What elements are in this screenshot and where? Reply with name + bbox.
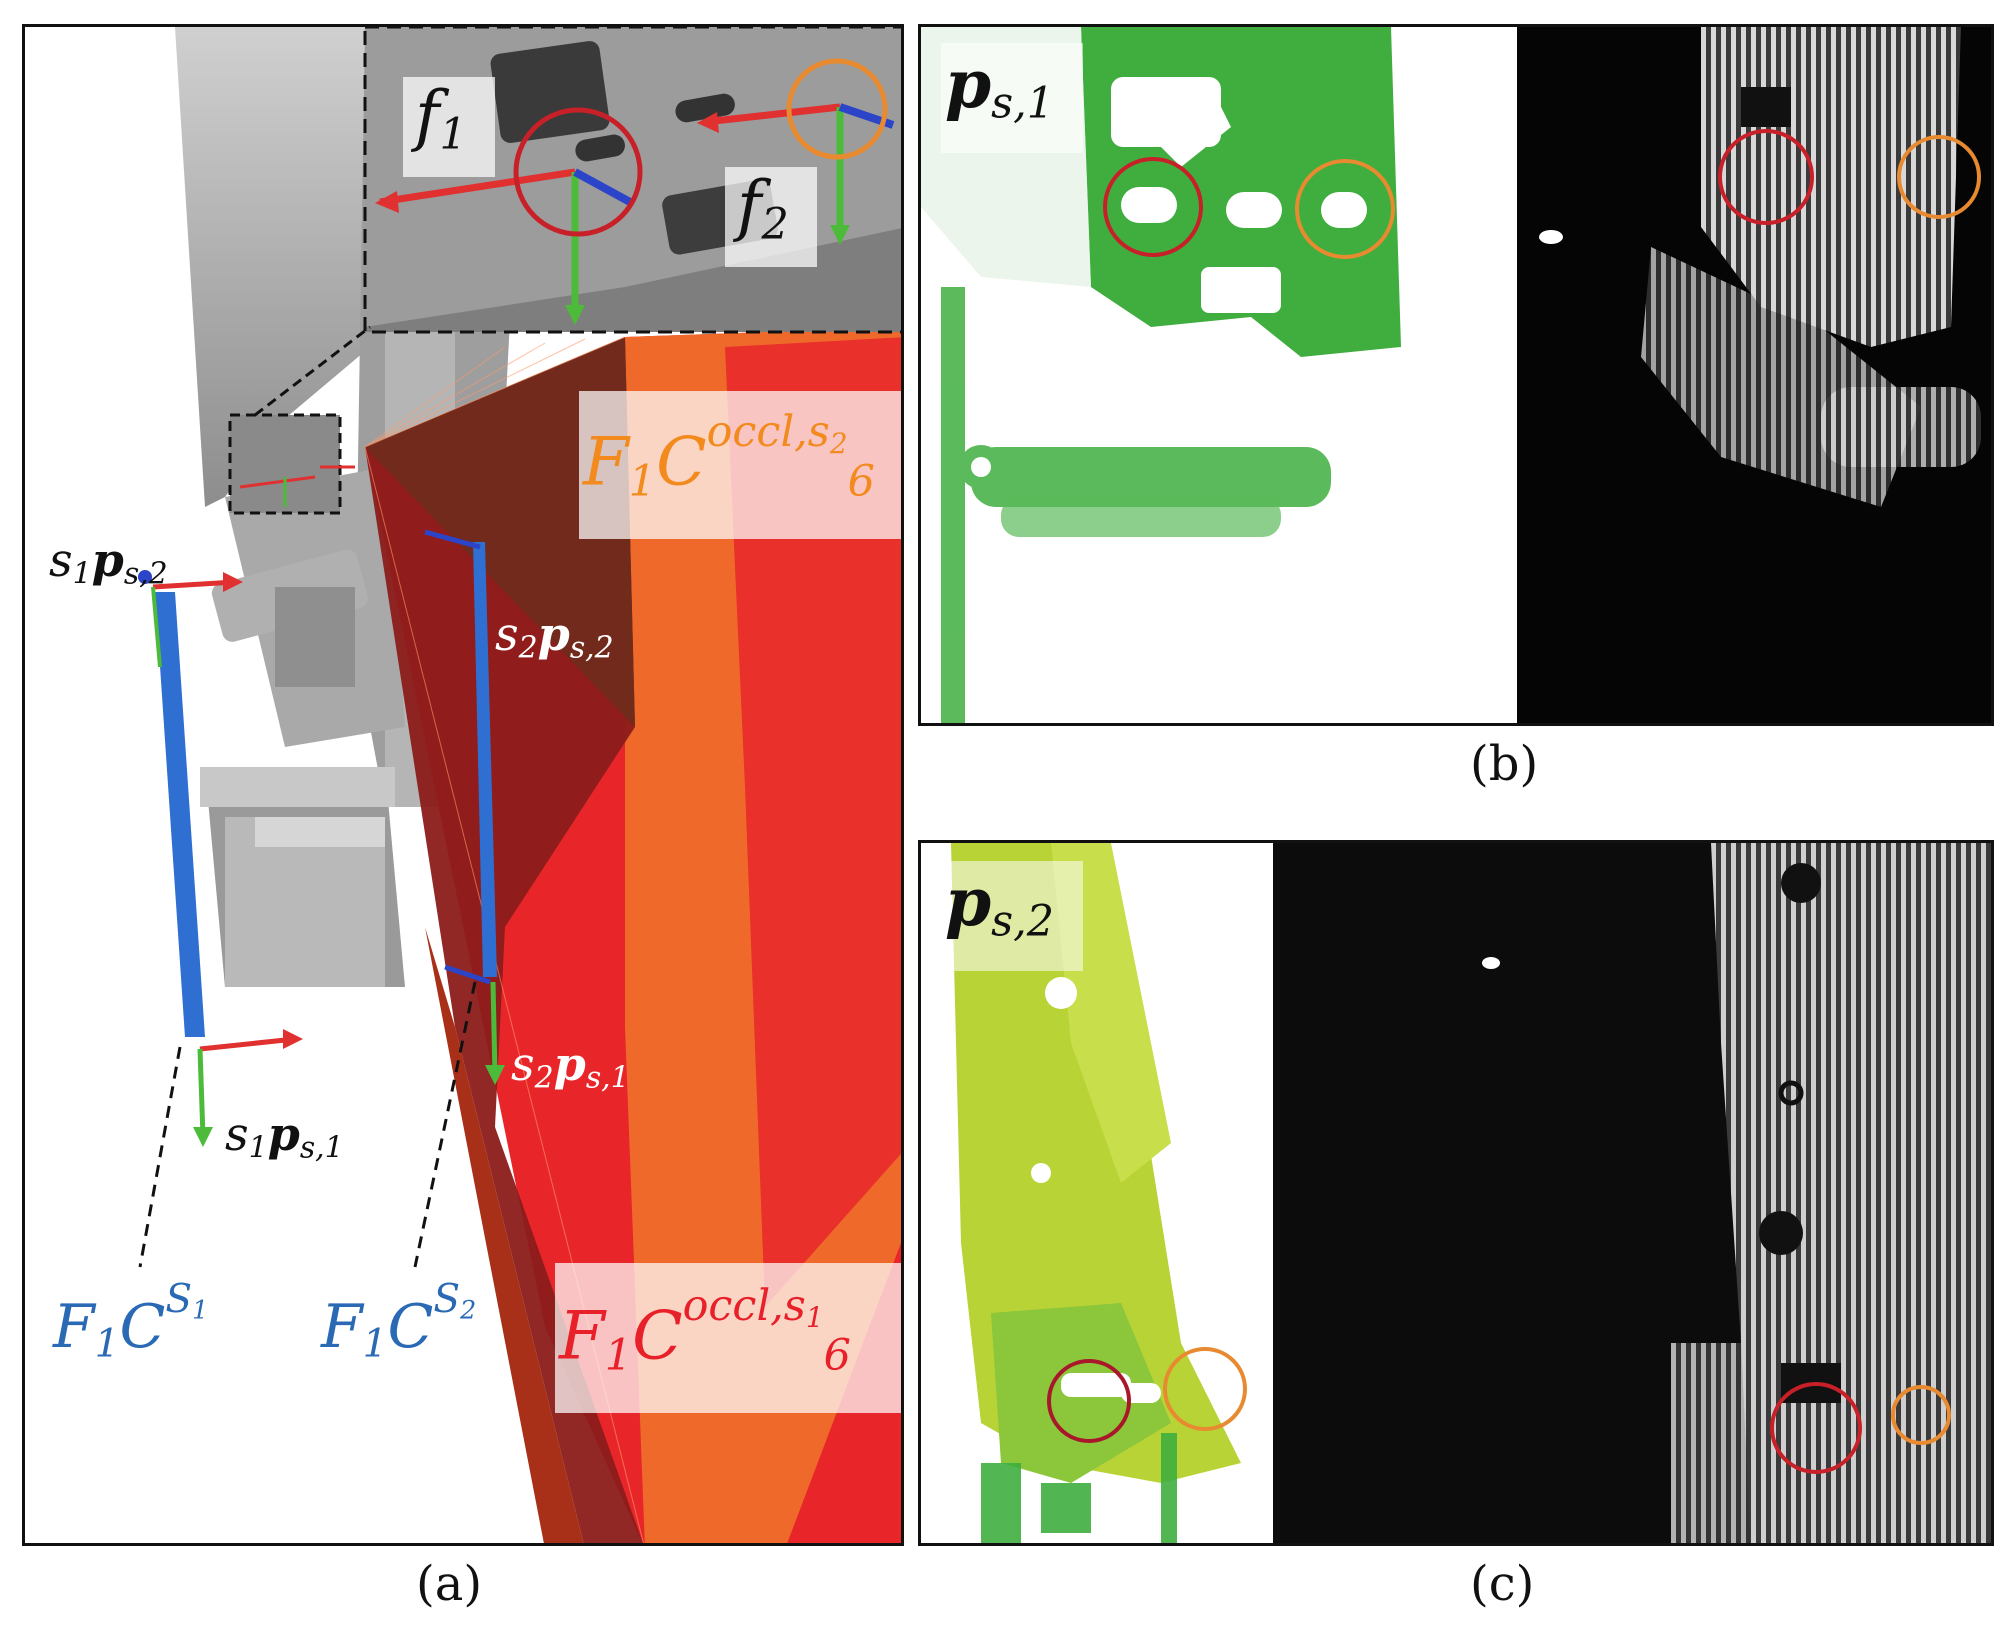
label-c-s2: F1CS2 bbox=[321, 1277, 477, 1367]
caption-b: (b) bbox=[1470, 736, 1539, 792]
label-occl-s2: F1Coccl,s26 bbox=[583, 407, 875, 507]
scan-b-illustration bbox=[921, 27, 1991, 723]
part-body bbox=[175, 27, 370, 507]
panel-a-scene: f1 f2 F1Coccl,s26 F1Coccl,s16 s1ps,2 s2p… bbox=[22, 24, 904, 1546]
label-s2-ps1: s2ps,1 bbox=[511, 1037, 630, 1096]
label-s2-ps2: s2ps,2 bbox=[495, 607, 614, 666]
sensor-region-s2 bbox=[473, 542, 497, 977]
scan-c-illustration bbox=[941, 843, 1991, 1543]
label-s1-ps1: s1ps,1 bbox=[225, 1107, 344, 1166]
label-f2: f2 bbox=[737, 167, 789, 250]
sensor-region-s1 bbox=[155, 592, 205, 1037]
caption-a: (a) bbox=[416, 1556, 483, 1612]
panel-b-scan: ps,1 bbox=[918, 24, 1994, 726]
scene-illustration bbox=[138, 27, 901, 1543]
label-s1-ps2: s1ps,2 bbox=[49, 533, 168, 592]
label-occl-s1: F1Coccl,s16 bbox=[559, 1281, 851, 1381]
panel-c-scan: ps,2 bbox=[918, 840, 1994, 1546]
label-f1: f1 bbox=[415, 77, 467, 160]
caption-c: (c) bbox=[1470, 1556, 1535, 1612]
label-ps1: ps,1 bbox=[945, 45, 1055, 129]
label-c-s1: F1CS1 bbox=[53, 1277, 209, 1367]
label-ps2: ps,2 bbox=[945, 863, 1055, 947]
